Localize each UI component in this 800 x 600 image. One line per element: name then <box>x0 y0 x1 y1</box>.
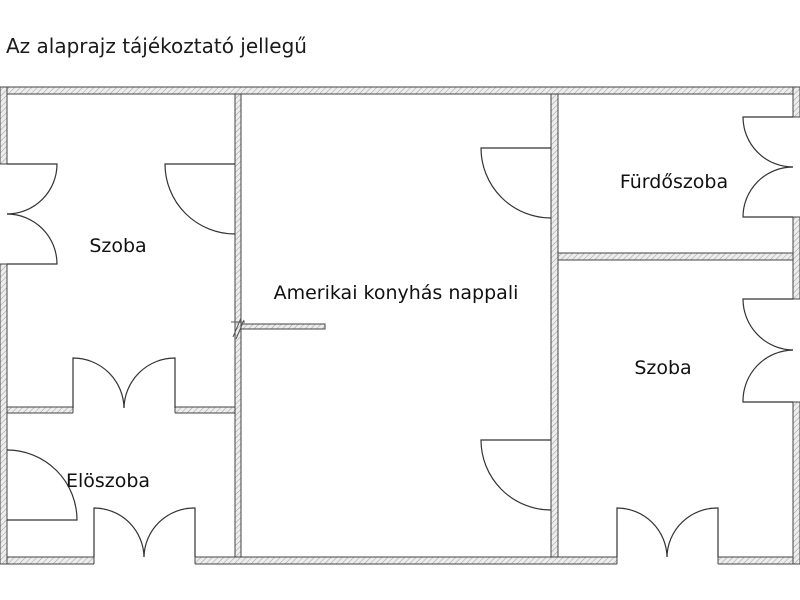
opening-jambs <box>0 116 800 564</box>
room-label-hallway: Elöszoba <box>66 470 150 492</box>
room-label-bathroom: Fürdőszoba <box>620 171 728 193</box>
room-label-bedroom-left: Szoba <box>89 235 146 257</box>
wall-fixture-mark <box>231 317 245 340</box>
door-bedroom-left <box>164 163 236 235</box>
door-living-top <box>480 147 552 219</box>
window-bedroom-right-bottom <box>616 507 719 558</box>
outer-wall-bottom <box>0 556 800 565</box>
window-bathroom <box>742 116 794 218</box>
door-living-bottom <box>480 439 552 511</box>
partition-stub <box>240 323 326 330</box>
wall-openings <box>0 117 800 565</box>
door-hallway <box>6 449 78 521</box>
plan-note: Az alaprajz tájékoztató jellegű <box>6 34 307 58</box>
room-label-living-kitchen: Amerikai konyhás nappali <box>274 282 519 304</box>
wall-center-vertical <box>550 93 559 558</box>
outer-wall-left <box>0 86 8 565</box>
wall-right-horizontal <box>557 252 794 261</box>
window-bedroom-right <box>742 298 794 403</box>
room-label-bedroom-right: Szoba <box>634 357 691 379</box>
window-bedroom-left-bottom <box>72 357 176 409</box>
outer-wall-top <box>0 86 800 95</box>
window-hallway-bottom <box>93 507 196 558</box>
walls <box>0 86 800 565</box>
window-left-wall <box>6 163 58 265</box>
